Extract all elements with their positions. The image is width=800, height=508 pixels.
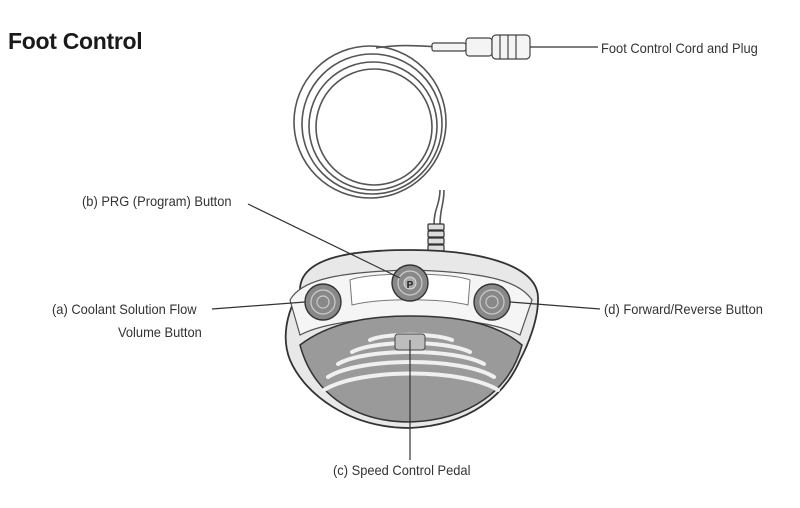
coiled-cord (293, 44, 447, 226)
coolant-callout-line2: Volume Button (118, 324, 202, 340)
prg-button: P (391, 264, 429, 302)
coolant-button (304, 283, 342, 321)
strain-relief (427, 223, 445, 252)
prg-button-letter: P (407, 280, 414, 291)
cord-callout: Foot Control Cord and Plug (601, 40, 758, 56)
cord-plug (431, 34, 531, 60)
page-title: Foot Control (8, 28, 143, 54)
leader-lines (211, 46, 601, 460)
prg-callout: (b) PRG (Program) Button (82, 193, 232, 209)
forward-reverse-button (473, 283, 511, 321)
coolant-callout-line1: (a) Coolant Solution Flow (52, 301, 197, 317)
forward-reverse-callout: (d) Forward/Reverse Button (604, 301, 763, 317)
pedal-callout: (c) Speed Control Pedal (333, 462, 471, 478)
